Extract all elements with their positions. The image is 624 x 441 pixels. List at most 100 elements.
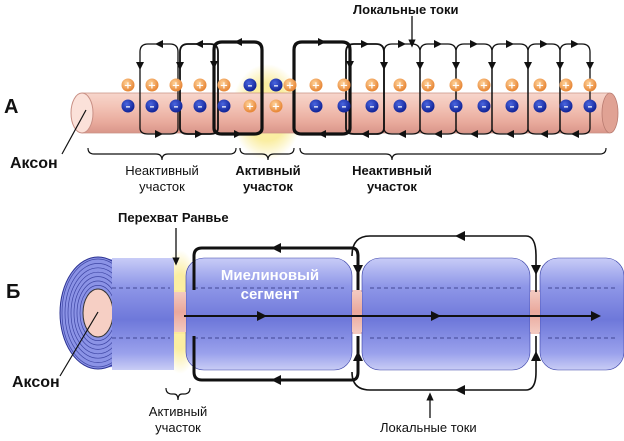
svg-text:–: –: [564, 102, 569, 113]
minus-charge-20: –: [145, 99, 159, 113]
plus-charge-35: +: [243, 99, 257, 113]
section-b-letter: Б: [6, 281, 21, 303]
svg-text:+: +: [536, 81, 544, 92]
svg-text:–: –: [248, 81, 253, 92]
svg-text:–: –: [398, 102, 403, 113]
svg-text:+: +: [124, 81, 132, 92]
myelin-segment-2: [361, 257, 531, 371]
plus-charge-0: +: [121, 78, 135, 92]
axon-cylinder-a: [70, 92, 619, 134]
axon-pointer-line-a: [61, 109, 87, 155]
brace-active-b: [165, 387, 191, 401]
minus-charge-30: –: [477, 99, 491, 113]
plus-charge-4: +: [217, 78, 231, 92]
current-arrow-5: [271, 375, 281, 385]
svg-text:–: –: [222, 102, 227, 113]
current-loop-1: [136, 40, 179, 138]
axon-pointer-line-b: [59, 311, 99, 377]
svg-text:–: –: [454, 102, 459, 113]
svg-text:–: –: [126, 102, 131, 113]
current-arrow-1: [257, 311, 267, 321]
node-gap-2: [352, 292, 362, 332]
minus-charge-31: –: [505, 99, 519, 113]
myelin-segment-3: [539, 257, 624, 371]
current-loop-11: [559, 40, 594, 138]
svg-text:–: –: [314, 102, 319, 113]
minus-charge-18: –: [269, 78, 283, 92]
minus-charge-22: –: [193, 99, 207, 113]
plus-charge-10: +: [421, 78, 435, 92]
section-a-letter: А: [4, 96, 19, 118]
minus-charge-28: –: [421, 99, 435, 113]
svg-text:+: +: [272, 102, 280, 113]
plus-charge-12: +: [477, 78, 491, 92]
svg-text:+: +: [340, 81, 348, 92]
current-arrow-10: [531, 265, 541, 275]
plus-charge-15: +: [559, 78, 573, 92]
svg-text:–: –: [198, 102, 203, 113]
svg-text:+: +: [312, 81, 320, 92]
minus-charge-32: –: [533, 99, 547, 113]
plus-charge-13: +: [505, 78, 519, 92]
svg-text:–: –: [150, 102, 155, 113]
plus-charge-11: +: [449, 78, 463, 92]
current-loop-4: [292, 38, 354, 138]
minus-charge-26: –: [365, 99, 379, 113]
local-current-loops-a: [136, 38, 594, 138]
svg-text:–: –: [510, 102, 515, 113]
svg-text:–: –: [482, 102, 487, 113]
minus-charge-24: –: [309, 99, 323, 113]
node-of-ranvier-label: Перехват Ранвье: [118, 210, 229, 225]
local-currents-label-b: Локальные токи: [380, 420, 477, 435]
current-arrow-3: [591, 311, 601, 321]
current-arrow-8: [353, 265, 363, 275]
svg-text:+: +: [452, 81, 460, 92]
svg-text:+: +: [586, 81, 594, 92]
plus-charge-36: +: [269, 99, 283, 113]
minus-charge-23: –: [217, 99, 231, 113]
membrane-charges-a: +++++++++++++++++––––––––––––––––––++: [121, 78, 597, 113]
svg-text:–: –: [426, 102, 431, 113]
local-current-loops-b: [184, 231, 601, 395]
svg-text:+: +: [148, 81, 156, 92]
current-arrow-6: [455, 231, 465, 241]
svg-text:+: +: [480, 81, 488, 92]
local-currents-label-a: Локальные токи: [353, 2, 459, 17]
axon-label-b: Аксон: [12, 374, 60, 391]
minus-charge-27: –: [393, 99, 407, 113]
minus-charge-33: –: [559, 99, 573, 113]
svg-text:–: –: [370, 102, 375, 113]
svg-text:–: –: [342, 102, 347, 113]
current-loop-b2-top: [351, 235, 537, 292]
myelin-front-segment: [112, 258, 174, 370]
node-gap-3: [530, 292, 540, 332]
minus-charge-19: –: [121, 99, 135, 113]
minus-charge-29: –: [449, 99, 463, 113]
svg-text:+: +: [196, 81, 204, 92]
minus-charge-17: –: [243, 78, 257, 92]
current-arrow-7: [455, 385, 465, 395]
current-loop-b2-bottom: [351, 336, 537, 391]
svg-text:+: +: [368, 81, 376, 92]
brace-inactive-left: [87, 147, 237, 161]
minus-charge-34: –: [583, 99, 597, 113]
svg-text:+: +: [508, 81, 516, 92]
svg-text:+: +: [396, 81, 404, 92]
plus-charge-6: +: [309, 78, 323, 92]
brace-active-a: [239, 147, 295, 161]
svg-text:+: +: [220, 81, 228, 92]
svg-text:+: +: [286, 81, 294, 92]
minus-charge-21: –: [169, 99, 183, 113]
svg-text:–: –: [174, 102, 179, 113]
current-arrow-2: [431, 311, 441, 321]
current-loop-2: [176, 40, 219, 138]
brace-inactive-right: [299, 147, 607, 161]
svg-text:+: +: [424, 81, 432, 92]
plus-charge-1: +: [145, 78, 159, 92]
